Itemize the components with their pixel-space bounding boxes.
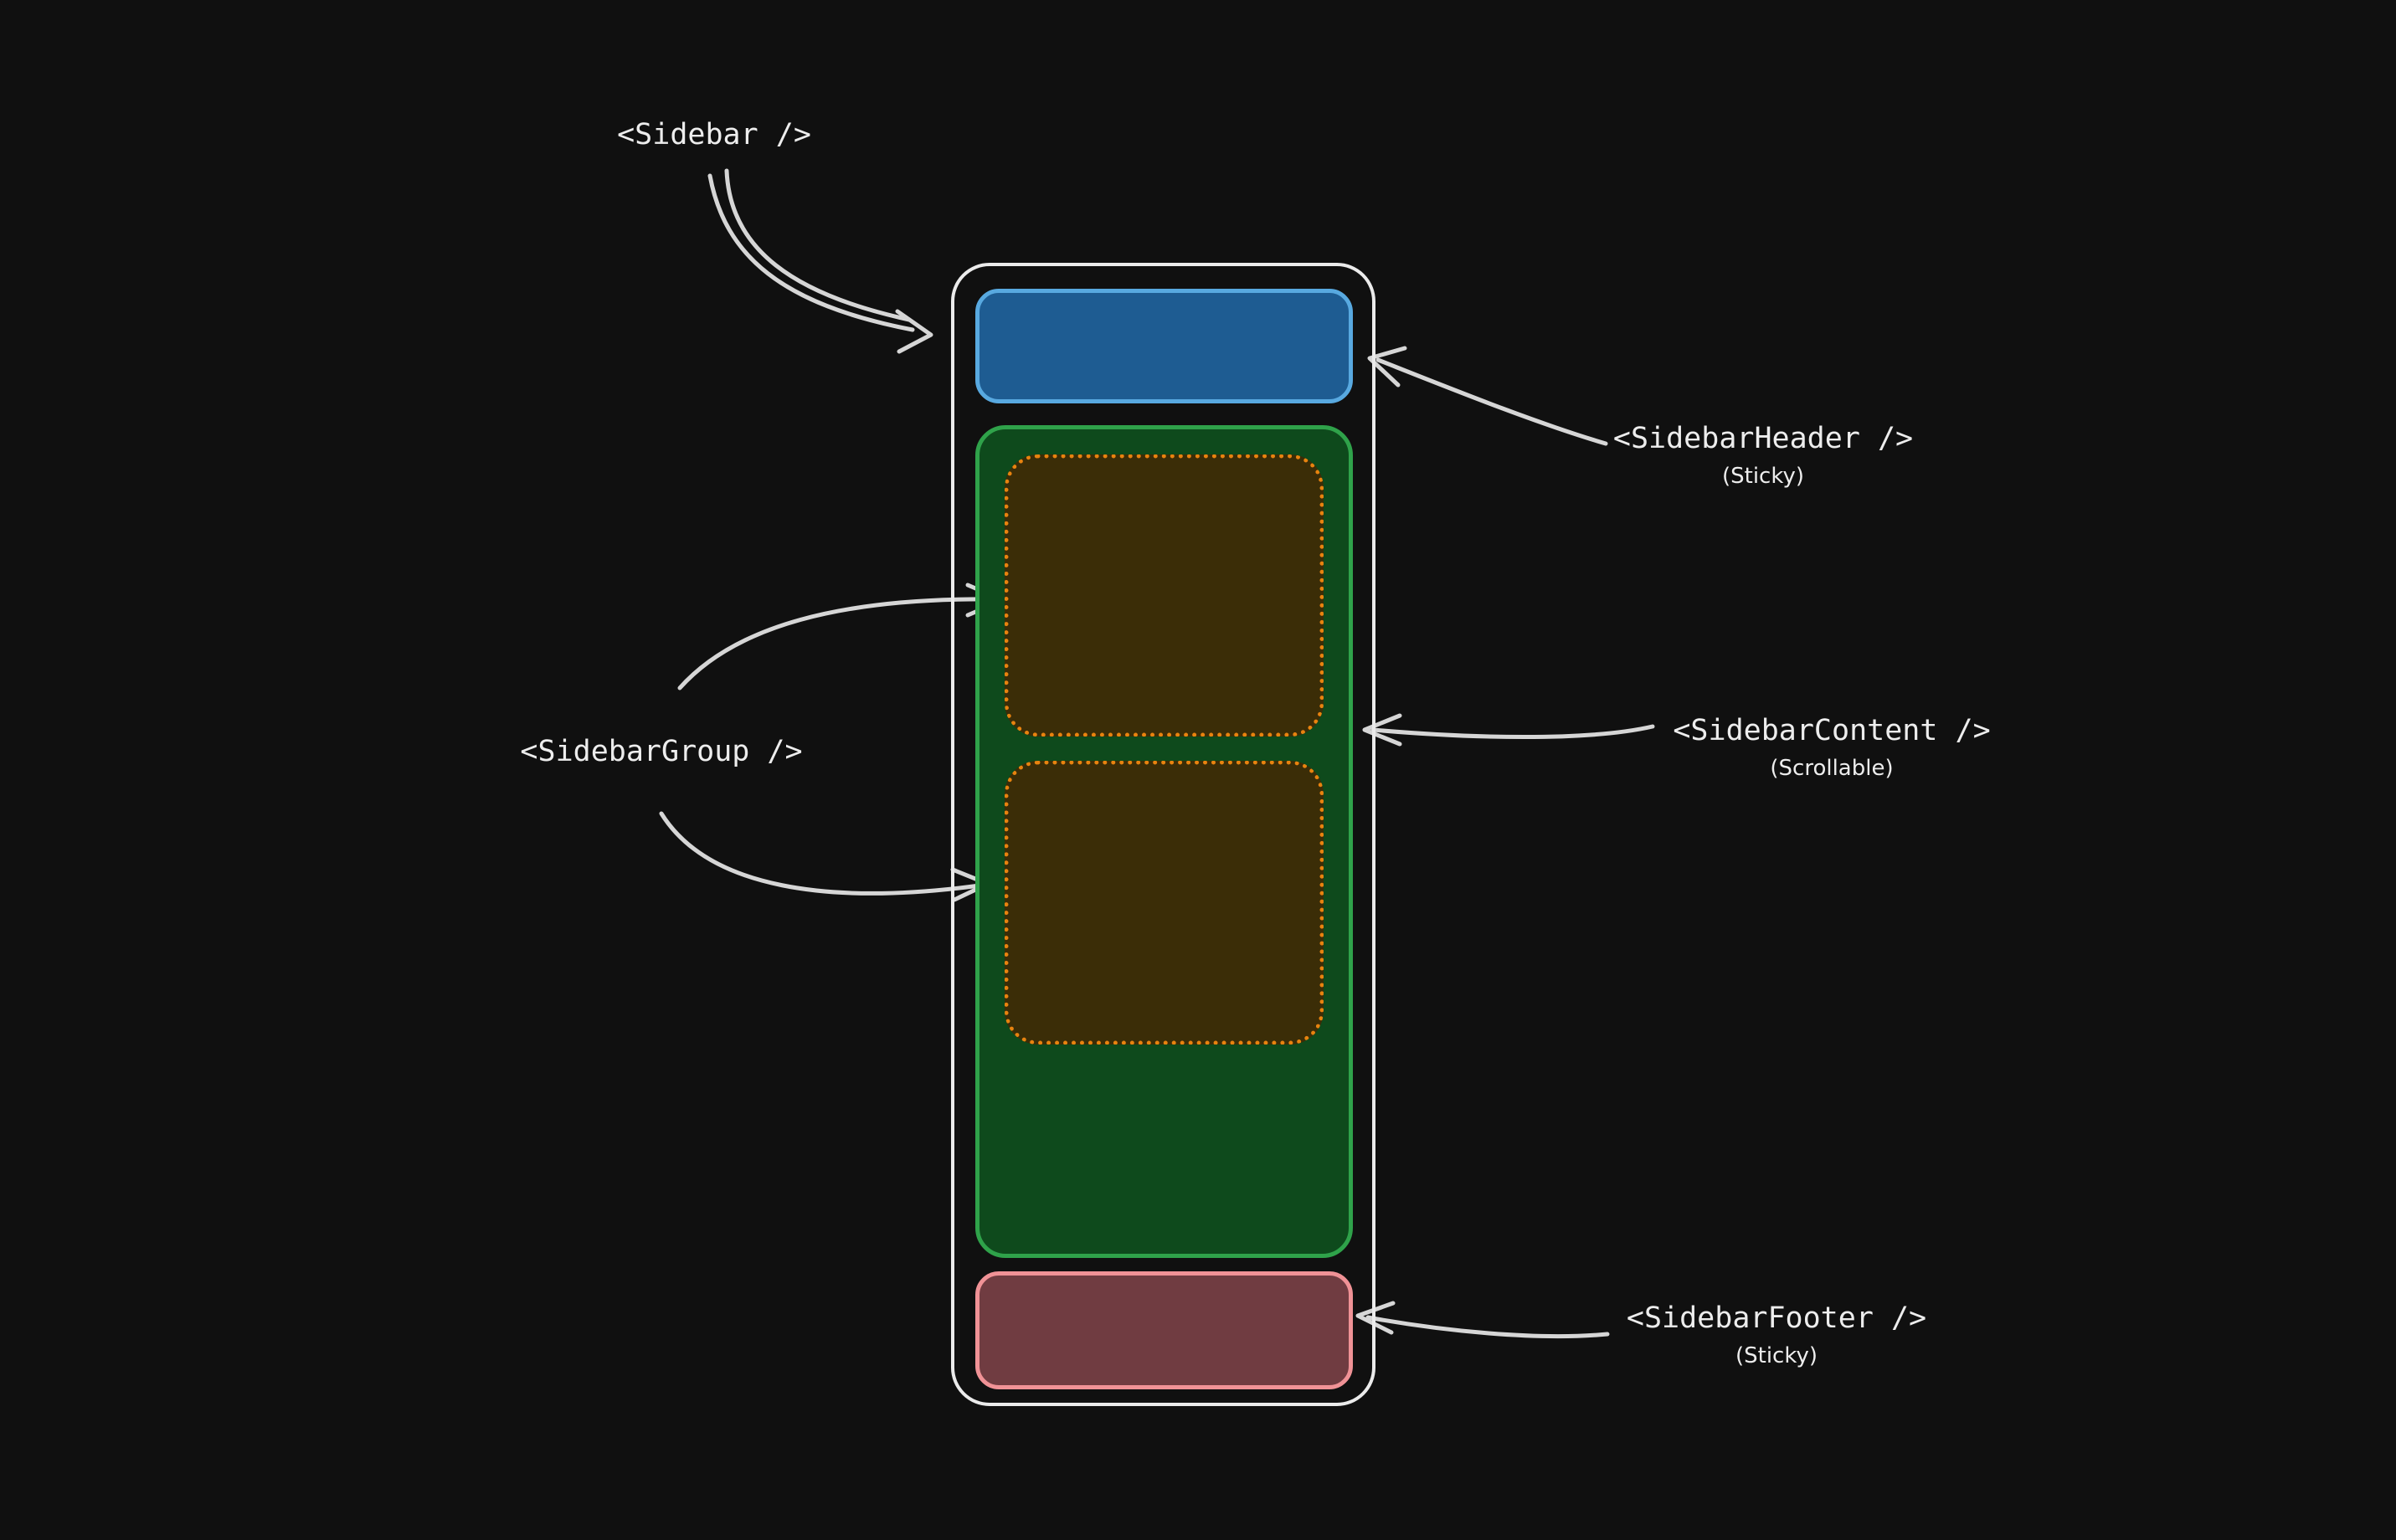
arrow-sidebar-header: [1367, 346, 1608, 446]
sidebar-footer-box: [975, 1271, 1353, 1389]
sidebar-header-label: <SidebarHeader /> (Sticky): [1613, 420, 1913, 492]
sidebar-header-label-note: (Sticky): [1721, 464, 1805, 489]
sidebar-label-text: <Sidebar />: [617, 118, 811, 151]
sidebar-container-box: [951, 263, 1375, 1406]
sidebar-group-box-2: [1005, 761, 1324, 1045]
sidebar-header-box: [975, 289, 1353, 403]
sidebar-group-label: <SidebarGroup />: [520, 733, 802, 770]
sidebar-content-box: [975, 425, 1353, 1258]
arrow-sidebar-group-lower: [659, 811, 990, 902]
arrow-sidebar: [707, 168, 933, 354]
sidebar-content-label-note: (Scrollable): [1770, 756, 1894, 781]
sidebar-group-box-1: [1005, 454, 1324, 737]
sidebar-footer-label-note: (Sticky): [1735, 1343, 1818, 1368]
arrow-sidebar-footer: [1355, 1301, 1610, 1339]
arrow-sidebar-content: [1362, 713, 1655, 747]
sidebar-content-label: <SidebarContent /> (Scrollable): [1673, 712, 1990, 784]
sidebar-footer-label: <SidebarFooter /> (Sticky): [1627, 1300, 1926, 1372]
sidebar-footer-label-text: <SidebarFooter />: [1626, 1301, 1927, 1335]
sidebar-content-label-text: <SidebarContent />: [1673, 714, 1991, 747]
sidebar-label: <Sidebar />: [617, 116, 811, 153]
sidebar-group-label-text: <SidebarGroup />: [520, 735, 803, 768]
sidebar-header-label-text: <SidebarHeader />: [1612, 422, 1914, 455]
